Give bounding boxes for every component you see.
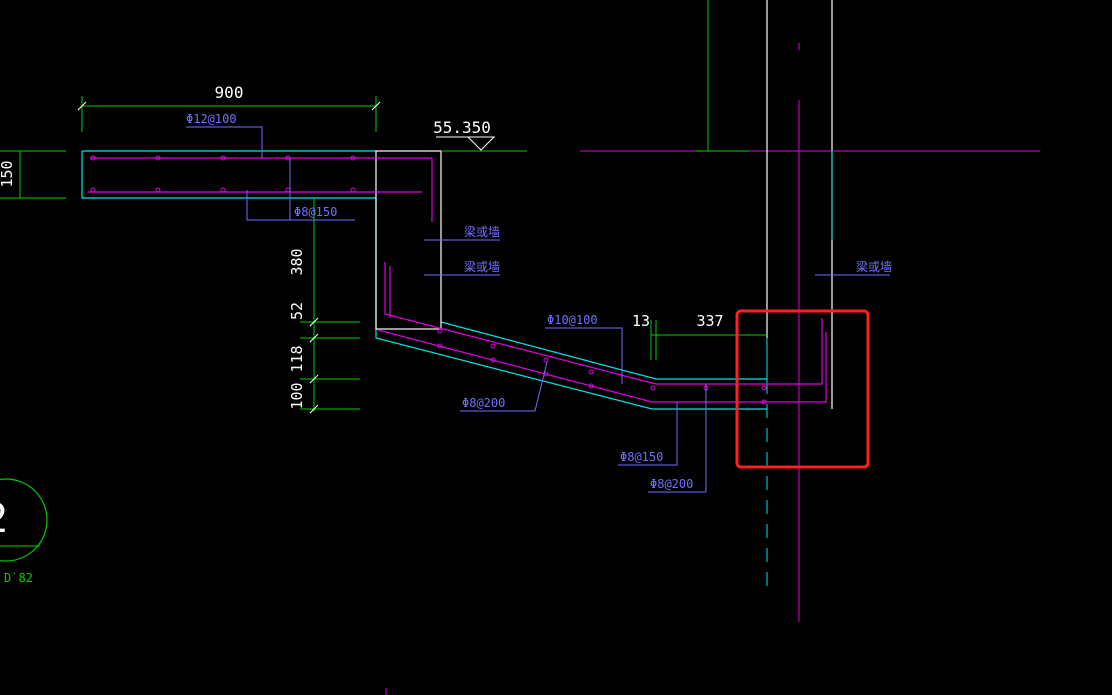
- dim-100-label: 100: [288, 382, 306, 409]
- rebar-label-phi10: Φ10@100: [547, 313, 598, 327]
- tick-900-right: [371, 101, 381, 111]
- rebar-label-phi8-150-top: Φ8@150: [294, 205, 337, 219]
- rebar-group: [88, 157, 827, 403]
- inclined-top-rebar: [384, 262, 823, 385]
- rebar-dot: [490, 357, 496, 363]
- dimension-ticks: [77, 101, 381, 414]
- rebar-label-phi12: Φ12@100: [186, 112, 237, 126]
- rebar-dot: [155, 187, 161, 193]
- tick-chain-4: [309, 404, 319, 414]
- detail-marker: 2 D`82: [0, 478, 48, 585]
- dim-150-label: 150: [0, 160, 16, 187]
- rebar-dot: [90, 187, 96, 193]
- rebar-dot: [761, 385, 767, 391]
- dim-52-label: 52: [288, 302, 306, 320]
- rebar-label-phi8-200-left: Φ8@200: [462, 396, 505, 410]
- stair-lower-outline: [375, 198, 767, 410]
- rebar-dot: [220, 187, 226, 193]
- elevation-triangle: [467, 136, 495, 151]
- dim-900-label: 900: [215, 83, 244, 102]
- leader-lines: [186, 126, 890, 493]
- top-level-marker: [695, 0, 750, 152]
- dimension-lines: [0, 96, 767, 412]
- elevation-symbol: [436, 136, 495, 151]
- tick-chain-1: [309, 317, 319, 327]
- rebar-dot: [490, 343, 496, 349]
- leader-phi8-150-top: [246, 190, 355, 221]
- tick-900-left: [77, 101, 87, 111]
- rebar-dot: [543, 357, 549, 363]
- dim-13-label: 13: [632, 312, 650, 330]
- rebar-dot: [437, 328, 443, 334]
- leader-phi8-150-bottom: [618, 402, 678, 466]
- leader-phi12: [186, 126, 263, 158]
- dim-337-label: 337: [696, 312, 723, 330]
- dim-380-label: 380: [288, 248, 306, 275]
- rebar-label-phi8-200-bottom: Φ8@200: [650, 477, 693, 491]
- tick-chain-3: [309, 374, 319, 384]
- wall-outline: [766, 0, 833, 590]
- note-beam-or-wall-2: 梁或墙: [464, 259, 500, 274]
- rebar-dot: [588, 383, 594, 389]
- detail-marker-reference: D`82: [4, 571, 33, 585]
- detail-marker-circle: [0, 478, 48, 562]
- dim-118-label: 118: [288, 345, 306, 372]
- note-beam-or-wall-3: 梁或墙: [856, 259, 892, 274]
- rebar-dot: [220, 155, 226, 161]
- rebar-dot: [761, 399, 767, 405]
- rebar-dots: [90, 155, 767, 405]
- inclined-bottom-rebar: [377, 329, 827, 403]
- rebar-dot: [437, 343, 443, 349]
- highlight-box: [735, 309, 870, 469]
- top-slab-outline: [81, 151, 376, 199]
- rebar-dot: [650, 385, 656, 391]
- stair-upper-outline: [440, 321, 767, 380]
- rebar-dot: [588, 369, 594, 375]
- note-beam-or-wall-1: 梁或墙: [464, 224, 500, 239]
- tick-chain-2: [309, 333, 319, 343]
- rebar-label-phi8-150-bottom: Φ8@150: [620, 450, 663, 464]
- rebar-dot: [90, 155, 96, 161]
- detail-marker-number: 2: [0, 496, 8, 542]
- leader-phi10: [545, 327, 623, 384]
- rebar-dot: [350, 155, 356, 161]
- rebar-dot: [350, 187, 356, 193]
- elevation-label: 55.350: [433, 118, 491, 137]
- axis-lines: [385, 43, 1040, 695]
- rebar-dot: [155, 155, 161, 161]
- top-slab-top-rebar: [90, 157, 433, 222]
- leader-phi8-200-left: [460, 361, 548, 412]
- concrete-outline: [81, 150, 767, 410]
- leader-phi8-200-bottom: [648, 384, 707, 493]
